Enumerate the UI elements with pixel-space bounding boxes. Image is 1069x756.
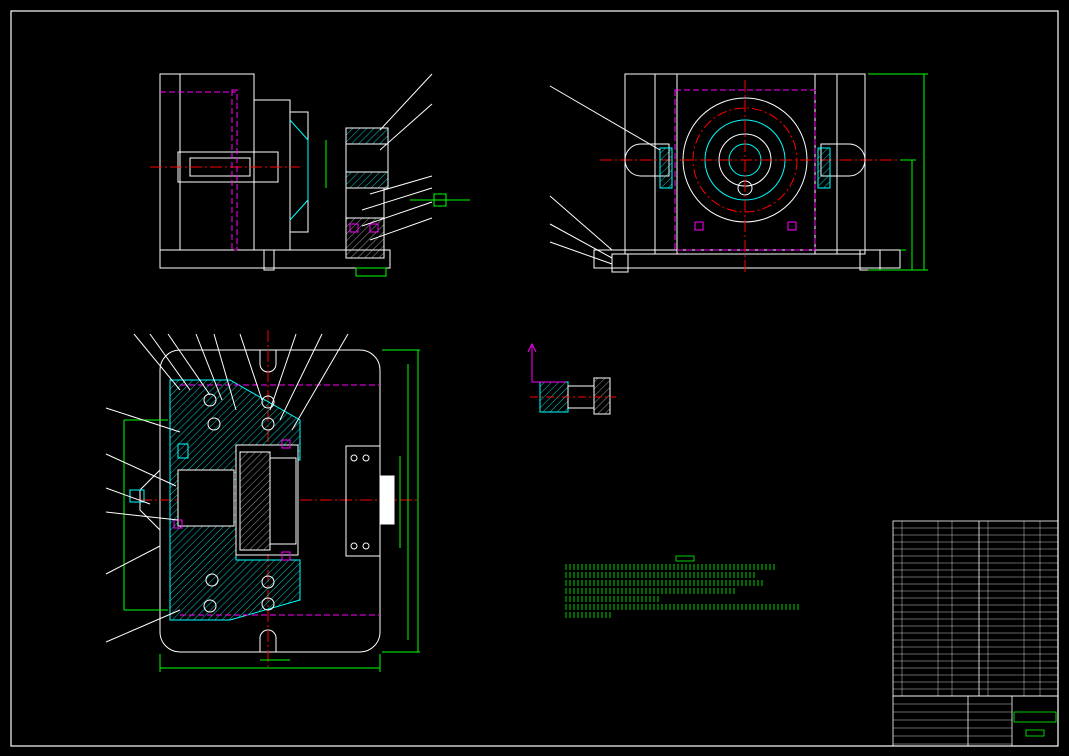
plan-view — [105, 330, 420, 672]
ucs-axis-icon — [527, 342, 566, 383]
sheet-border — [10, 10, 1059, 747]
side-view — [549, 73, 928, 275]
title-block — [892, 520, 1059, 747]
front-view — [150, 73, 470, 277]
technical-notes — [565, 555, 799, 618]
detail-view — [530, 377, 616, 415]
